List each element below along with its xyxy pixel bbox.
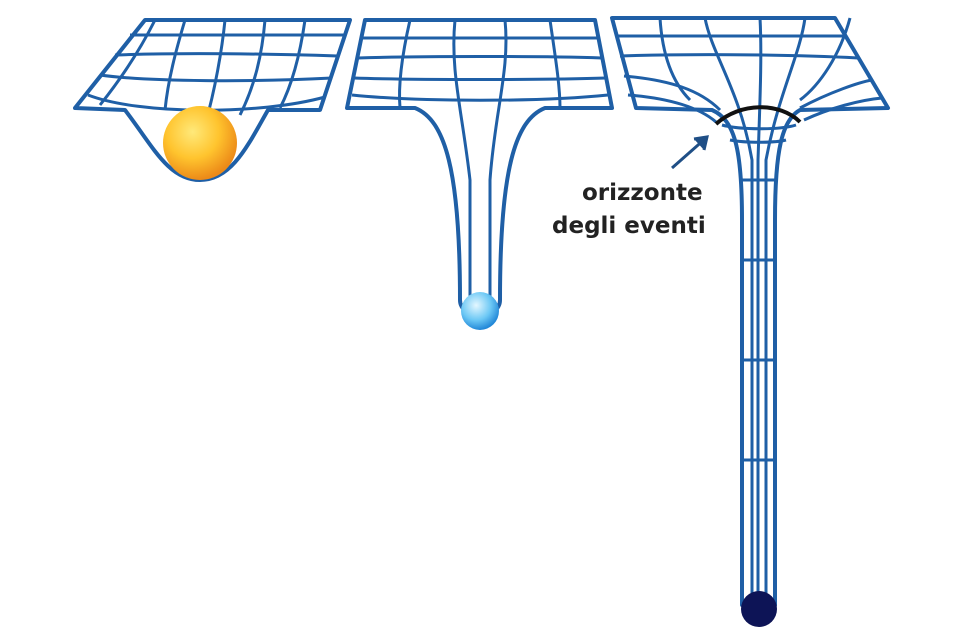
neutron-grid	[351, 19, 609, 300]
event-horizon-arc	[714, 105, 802, 126]
black-hole-sphere	[741, 591, 777, 627]
neutron-star-well	[345, 18, 614, 330]
blackhole-grid	[616, 17, 883, 605]
neutron-star-sphere	[461, 292, 499, 330]
black-hole-well	[610, 16, 890, 627]
neutron-sheet-outline	[345, 18, 614, 317]
horizon-pointer-arrow	[671, 135, 709, 170]
event-horizon-label-line1: orizzonte	[582, 180, 703, 206]
event-horizon-label-line2: degli eventi	[552, 213, 706, 239]
star-well	[73, 18, 352, 182]
star-sphere	[163, 106, 237, 180]
